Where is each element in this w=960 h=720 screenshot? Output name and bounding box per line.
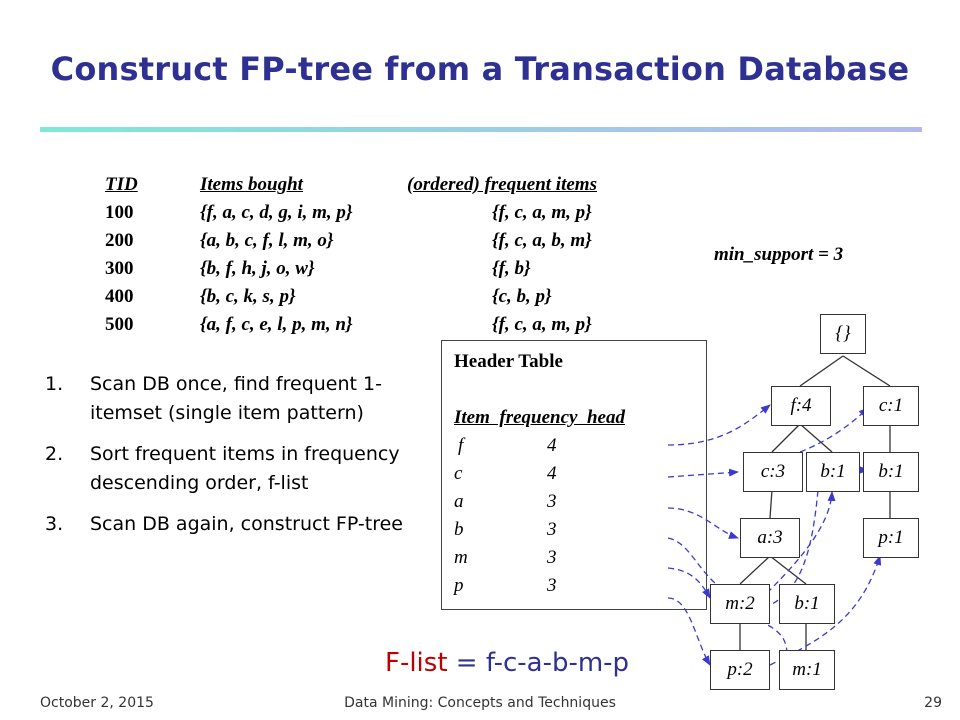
tid-cell: 100 [105,202,134,223]
items-cell: {b, c, k, s, p} [200,286,296,307]
step-number: 3. [45,513,64,535]
list-item: 3. Scan DB again, construct FP-tree [45,510,415,539]
header-item: p [454,575,464,596]
list-item: 1. Scan DB once, find frequent 1-itemset… [45,370,415,428]
link-b-upper [759,491,836,601]
header-frequency: 3 [547,519,557,540]
link-m [667,567,711,599]
header-frequency: 4 [547,463,557,484]
items-cell: {a, b, c, f, l, m, o} [200,230,334,251]
title-divider [40,127,922,132]
tid-cell: 200 [105,230,134,251]
items-cell: {b, f, h, j, o, w} [200,258,315,279]
step-number: 2. [45,443,64,465]
header-table-columns: Item frequency head [454,407,625,428]
tree-edge [771,423,801,453]
step-text: Scan DB once, find frequent 1-itemset (s… [90,373,382,424]
steps-list: 1. Scan DB once, find frequent 1-itemset… [45,370,415,551]
footer-date: October 2, 2015 [40,695,154,711]
header-frequency: 3 [547,491,557,512]
tree-edges [739,355,891,650]
step-text: Scan DB again, construct FP-tree [90,513,403,535]
tree-node-b1: b:1 [779,584,835,624]
tree-edge [739,555,771,585]
tree-edge [799,423,833,453]
footer-course: Data Mining: Concepts and Techniques [344,695,616,711]
f-list-label: F-list [385,648,448,678]
tid-cell: 300 [105,258,134,279]
link-c [667,468,739,478]
ordered-cell: {f, c, a, m, p} [492,202,592,223]
tree-node-p2: p:2 [710,650,770,690]
tree-edge [799,355,844,387]
header-item: f [458,435,464,456]
header-item: b [454,519,464,540]
link-f [667,404,771,446]
items-cell: {f, a, c, d, g, i, m, p} [200,202,353,223]
header-frequency: 3 [547,547,557,568]
f-list: F-list = f-c-a-b-m-p [385,648,629,678]
tree-node-c1: c:1 [863,386,919,426]
link-a [667,507,739,539]
tree-node-c3: c:3 [743,452,803,492]
tree-edge [769,489,773,519]
tree-node-b1: b:1 [863,452,919,492]
header-frequency: 3 [547,575,557,596]
tree-node-m2: m:2 [710,584,770,624]
ordered-cell: {f, c, a, m, p} [492,314,592,335]
list-item: 2. Sort frequent items in frequency desc… [45,440,415,498]
tid-cell: 500 [105,314,134,335]
header-table: Header Table Item frequency head f 4 c 4… [441,340,707,610]
tid-header: TID [105,174,138,195]
ordered-header: (ordered) frequent items [407,174,597,195]
header-frequency: 4 [547,435,557,456]
tree-node-m1: m:1 [779,650,835,690]
tree-node-f4: f:4 [771,386,831,426]
ordered-cell: {f, b} [492,258,531,279]
header-item: a [454,491,464,512]
min-support-label: min_support = 3 [714,244,844,265]
slide-title: Construct FP-tree from a Transaction Dat… [50,50,910,88]
tree-node-b1: b:1 [806,452,860,492]
ordered-cell: {c, b, p} [492,286,552,307]
items-header: Items bought [200,174,303,195]
link-c-chain [799,407,869,453]
tree-node-a3: a:3 [740,518,800,558]
tree-node-p1: p:1 [863,518,919,558]
ordered-cell: {f, c, a, b, m} [492,230,592,251]
header-item: m [454,547,468,568]
footer-page-number: 29 [924,695,942,711]
header-item: c [454,463,463,484]
tree-edge [769,555,807,585]
tree-edge [842,355,891,387]
tid-cell: 400 [105,286,134,307]
link-p [667,597,711,666]
step-number: 1. [45,373,64,395]
items-cell: {a, f, c, e, l, p, m, n} [200,314,353,335]
header-table-title: Header Table [454,351,563,372]
f-list-order: = f-c-a-b-m-p [447,648,630,678]
step-text: Sort frequent items in frequency descend… [90,443,400,494]
tree-root-node: {} [820,314,866,354]
